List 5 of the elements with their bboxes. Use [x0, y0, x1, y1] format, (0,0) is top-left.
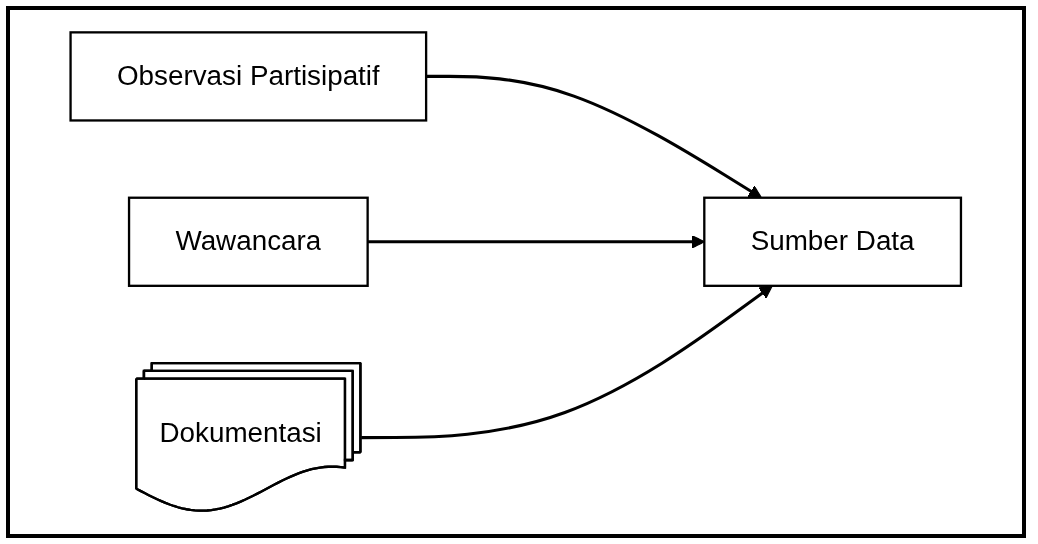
- node-box: [703, 197, 963, 288]
- node-box: [69, 31, 428, 123]
- frame-border: Observasi Partisipatif Wawancara Dokumentasi Sumber Data: [6, 6, 1026, 538]
- node-box: [128, 197, 370, 288]
- arrow: [426, 75, 763, 199]
